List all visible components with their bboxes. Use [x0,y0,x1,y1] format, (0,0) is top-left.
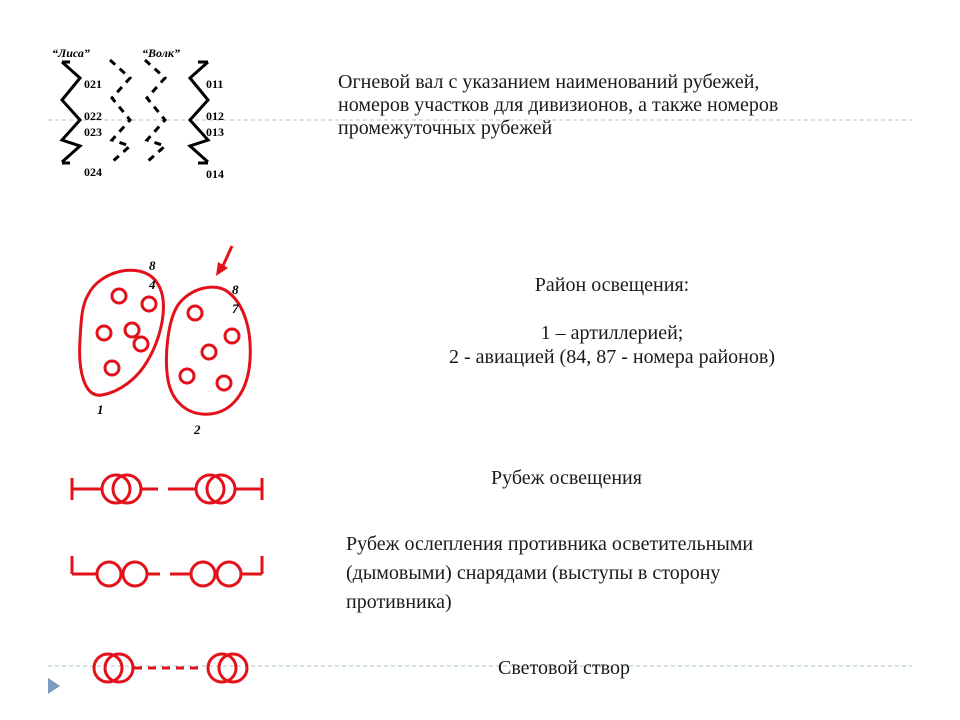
area-1-digit-4: 4 [148,277,156,292]
area-1-digit-8: 8 [149,258,156,273]
area-2-digit-8: 8 [232,282,239,297]
area-2-label: 2 [193,422,201,437]
sector-number-011: 011 [206,77,223,91]
illumination-area-title: Район освещения: [534,274,690,296]
area-1-label: 1 [97,402,104,417]
fire-barrage-caption-line-1: Огневой вал с указанием наименований руб… [338,71,760,93]
sector-number-014: 014 [206,167,224,181]
sector-number-012: 012 [206,109,224,123]
light-alignment-symbol [92,652,249,684]
illumination-area-caption: Район освещения: 1 – артиллерией; 2 - ав… [400,273,824,369]
sector-number-013: 013 [206,125,224,139]
triangle-bullet-icon[interactable] [48,678,60,694]
illumination-area-2 [164,285,252,416]
illumination-line-caption: Рубеж освещения [491,467,642,489]
illumination-area-1 [78,268,165,397]
area-2-digit-7: 7 [232,301,239,316]
barrage-name-right: “Волк” [142,46,180,60]
illumination-line-symbol [70,473,264,505]
sector-number-021: 021 [84,77,102,91]
barrage-line-left [59,60,83,164]
intermediate-line-1 [108,58,133,164]
fire-barrage-caption-line-3: промежуточных рубежей [338,117,553,139]
blinding-line-caption: Рубеж ослепления противника осветительны… [346,530,753,617]
light-alignment-caption: Световой створ [498,657,630,679]
intermediate-line-2 [143,58,168,164]
blinding-line-symbol [70,556,264,588]
blinding-line-caption-line-1: Рубеж ослепления противника осветительны… [346,533,754,555]
fire-barrage-caption: Огневой вал с указанием наименований руб… [338,71,778,140]
illumination-area-diagram [78,245,252,416]
illumination-area-line-1: 1 – артиллерией; [540,322,684,344]
fire-barrage-diagram [59,58,211,165]
sector-number-023: 023 [84,125,102,139]
sector-number-022: 022 [84,109,102,123]
blinding-line-caption-line-3: противника) [346,591,452,613]
sector-number-024: 024 [84,165,102,179]
illumination-area-line-2: 2 - авиацией (84, 87 - номера районов) [449,346,775,368]
arrow-icon [220,245,234,269]
barrage-name-left: “Лиса” [52,46,90,60]
barrage-line-right [187,60,211,164]
fire-barrage-caption-line-2: номеров участков для дивизионов, а также… [338,94,779,116]
blinding-line-caption-line-2: (дымовыми) снарядами (выступы в сторону [346,562,721,584]
